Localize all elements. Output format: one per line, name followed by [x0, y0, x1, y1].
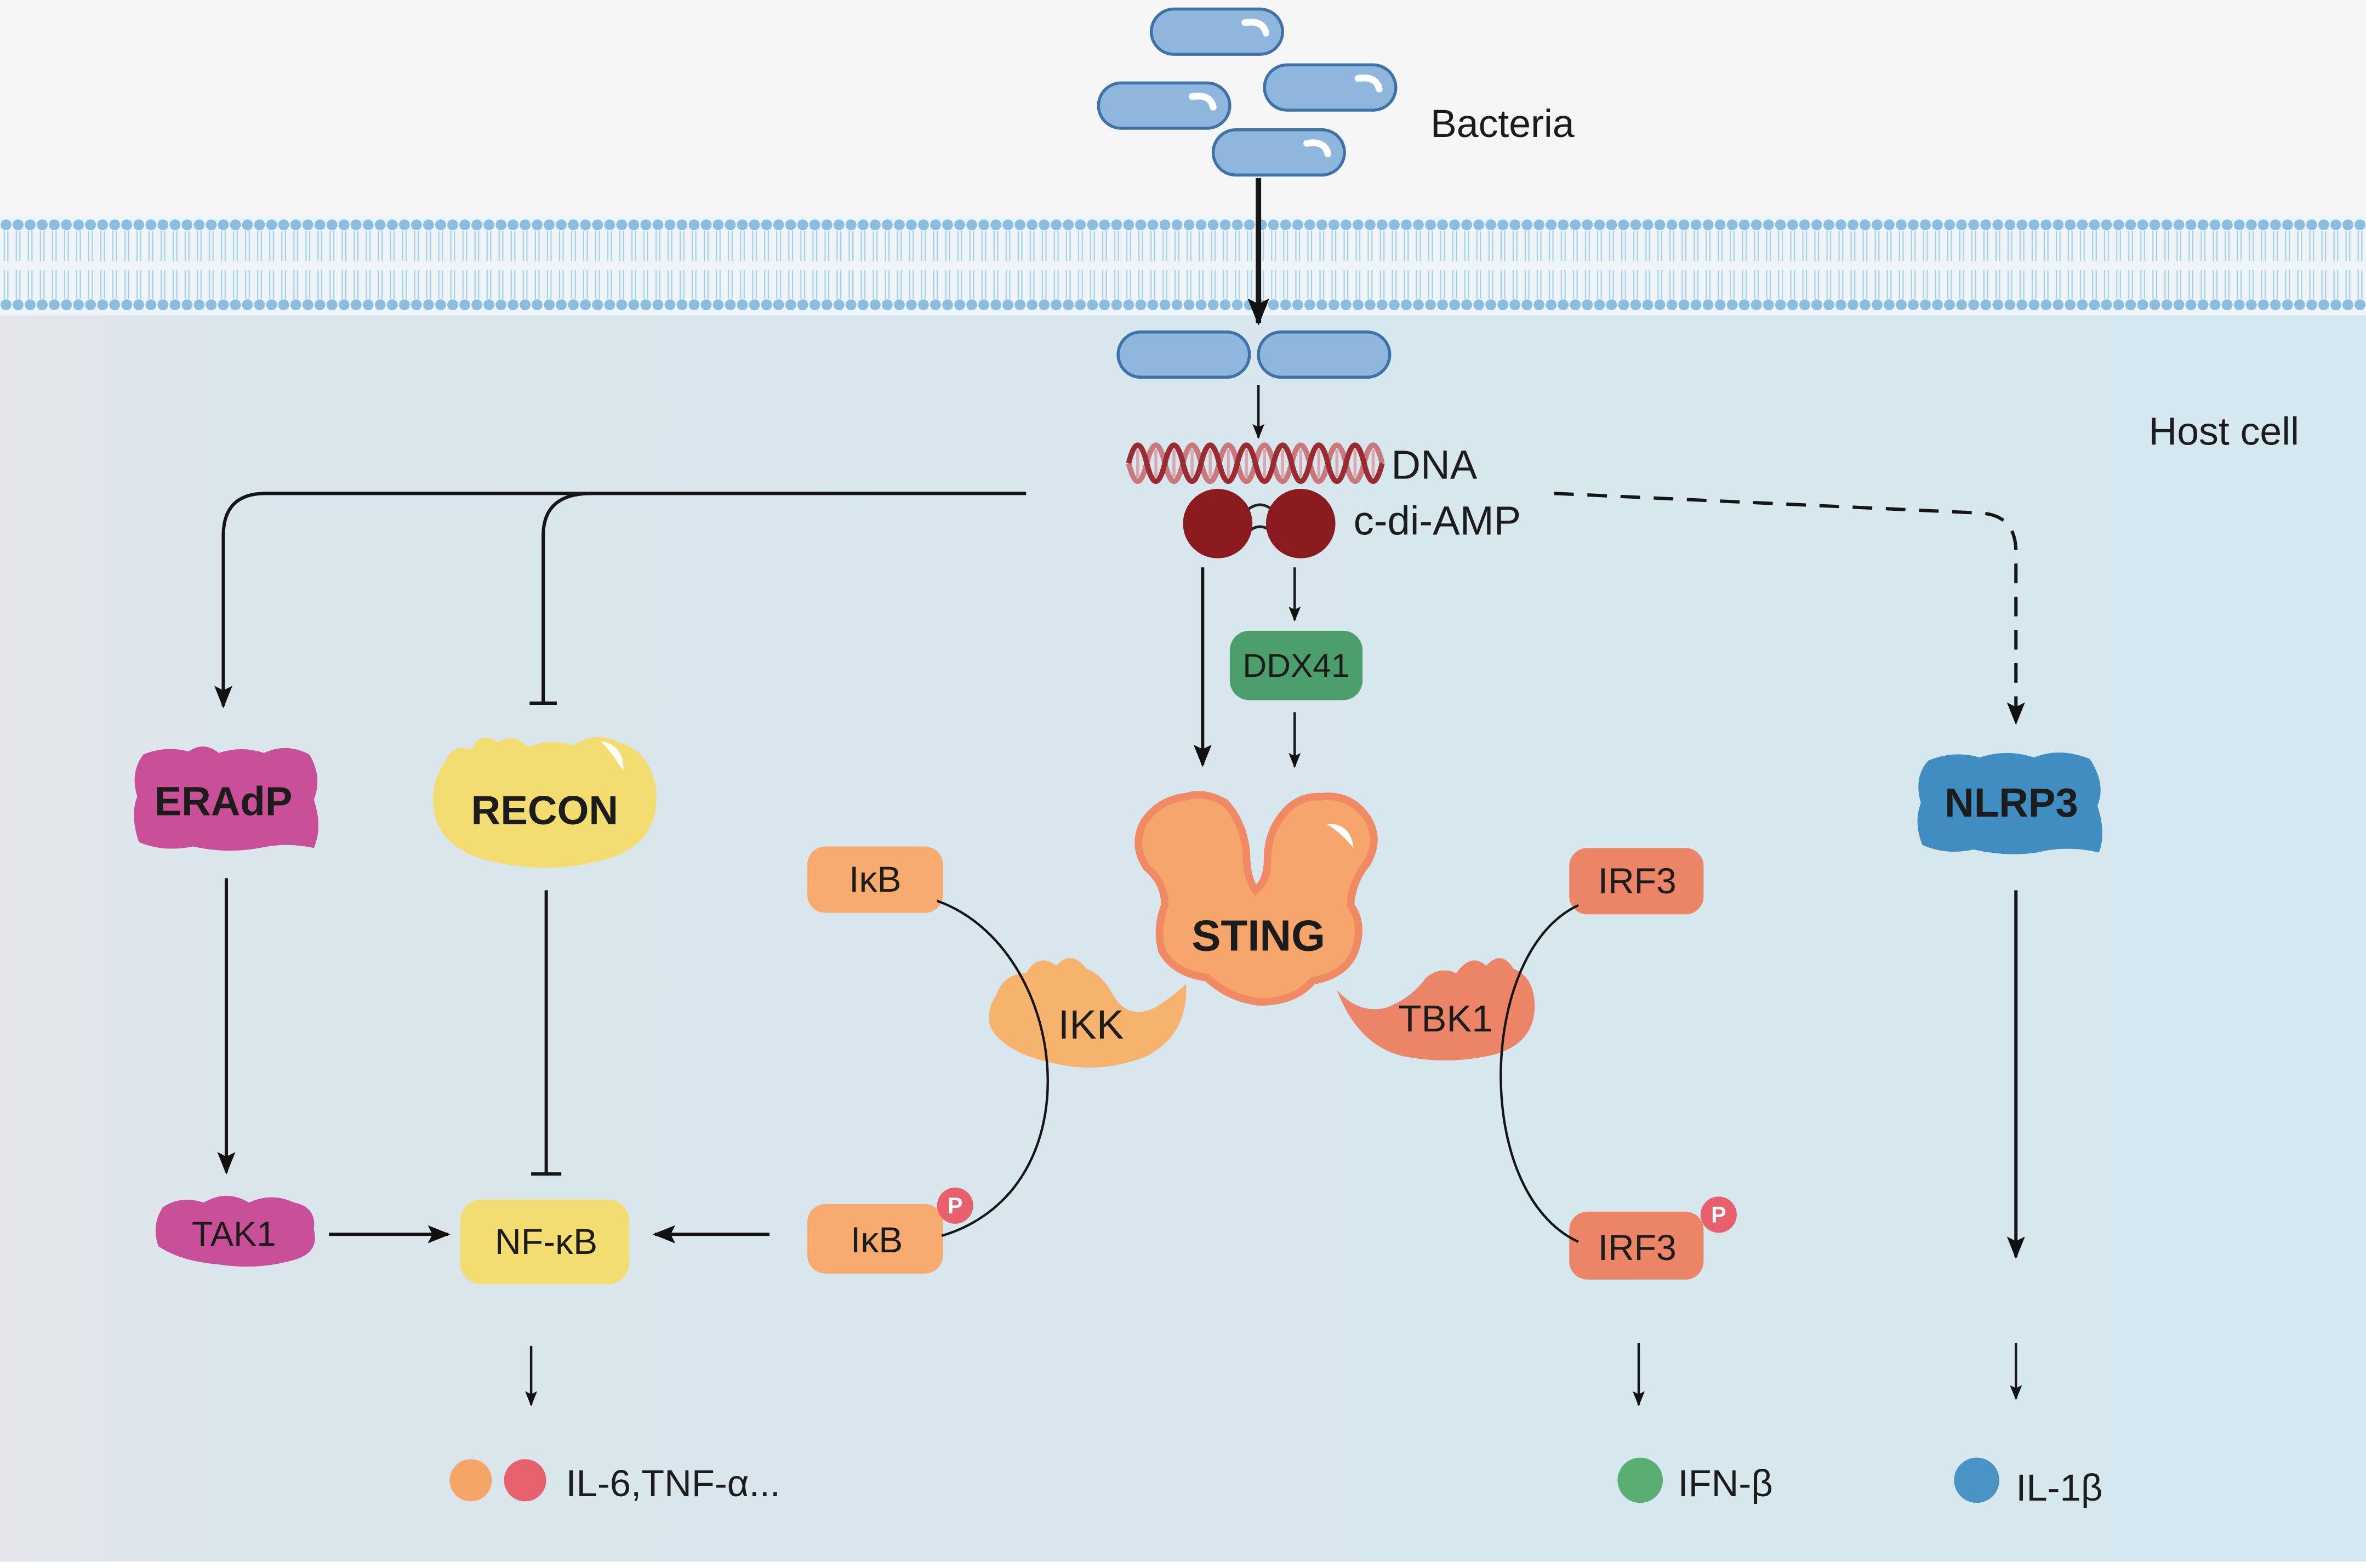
irf3-phosphorylation-curve — [1500, 904, 1579, 1243]
ikb-phosphate-label: P — [948, 1193, 963, 1218]
bacterium-highlight — [1188, 93, 1217, 111]
irf3-upper-label: IRF3 — [1598, 861, 1677, 902]
ikb-phosphorylation-curve — [936, 899, 1049, 1237]
c-di-amp-label: c-di-AMP — [1354, 498, 1521, 543]
c-di-amp-molecule — [1183, 489, 1336, 558]
dna-helix — [1126, 442, 1385, 484]
dna-label: DNA — [1391, 442, 1477, 487]
bottom-margin — [0, 1561, 2366, 1568]
cell-membrane — [0, 215, 2366, 316]
c-di-amp-nucleotide-right — [1265, 489, 1336, 558]
ikk-label: IKK — [1058, 1002, 1124, 1047]
ifnb-label: IFN-β — [1678, 1462, 1773, 1504]
irf3-lower-node — [1569, 1211, 1704, 1280]
tak1-label: TAK1 — [192, 1215, 276, 1253]
internalized-bacterium-right — [1257, 330, 1392, 379]
nfkb-label: NF-κB — [495, 1222, 597, 1262]
tak1-node — [155, 1195, 315, 1267]
sting-highlight — [1326, 824, 1354, 848]
internalized-bacterium-left — [1116, 330, 1251, 379]
nlrp3-label: NLRP3 — [1945, 780, 2078, 825]
eradp-node — [134, 746, 318, 851]
inhibit-line-to-recon — [529, 492, 592, 705]
recon-label: RECON — [471, 788, 618, 833]
nfkb-node — [460, 1199, 630, 1284]
ikb-upper-label: IκB — [849, 859, 901, 900]
bacterium-highlight — [1354, 75, 1383, 93]
arrow-to-eradp — [214, 492, 1027, 709]
ddx41-node — [1229, 630, 1363, 700]
nlrp3-node — [1917, 752, 2102, 854]
c-di-amp-nucleotide-left — [1183, 489, 1253, 558]
irf3-phosphate-label: P — [1711, 1202, 1726, 1227]
cytokine-dot-orange — [449, 1459, 492, 1502]
bacterium-rod — [1263, 63, 1398, 112]
sting-node — [1134, 791, 1378, 1006]
inhibit-recon-to-nfkb — [531, 890, 562, 1176]
ikk-node — [989, 958, 1187, 1068]
ikb-lower-node — [807, 1204, 943, 1274]
il1b-label: IL-1β — [2016, 1467, 2102, 1509]
tbk1-node — [1337, 958, 1535, 1060]
cytokines-label: IL-6,TNF-α... — [566, 1462, 780, 1504]
ddx41-label: DDX41 — [1242, 647, 1349, 684]
tbk1-label: TBK1 — [1398, 997, 1492, 1040]
irf3-upper-node — [1569, 848, 1704, 915]
dna-strand-dark — [1126, 442, 1385, 484]
bacterium-highlight — [1303, 139, 1332, 158]
bacteria-label: Bacteria — [1430, 102, 1575, 146]
dna-rungs — [1136, 449, 1375, 477]
ifnb-dot — [1617, 1457, 1663, 1503]
ikb-upper-node — [807, 846, 943, 913]
il1b-dot — [1954, 1457, 1999, 1503]
irf3-lower-label: IRF3 — [1598, 1228, 1677, 1268]
host-cell-label: Host cell — [2149, 409, 2299, 453]
bacterium-rod — [1211, 128, 1346, 177]
ikb-phosphate-badge — [937, 1187, 973, 1224]
eradp-label: ERAdP — [155, 778, 293, 824]
recon-highlight — [600, 740, 624, 771]
bacterium-rod — [1149, 7, 1284, 56]
bacterium-highlight — [1241, 19, 1270, 37]
cytokine-dot-pink — [504, 1459, 546, 1502]
bacteria-cluster — [1097, 7, 1398, 177]
ikb-lower-label: IκB — [851, 1220, 903, 1261]
recon-node — [433, 737, 657, 868]
bacterium-rod — [1097, 81, 1232, 130]
irf3-phosphate-badge — [1700, 1196, 1737, 1233]
dashed-arrow-to-nlrp3 — [1554, 492, 2025, 725]
sting-label: STING — [1191, 911, 1325, 960]
